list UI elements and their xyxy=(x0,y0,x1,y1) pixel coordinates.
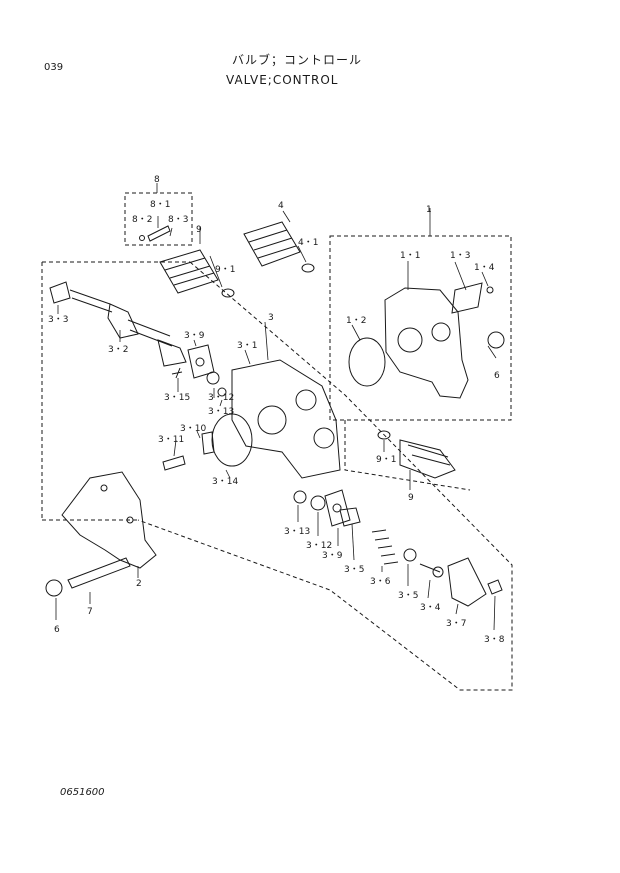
part-3-5-seat-lower xyxy=(403,548,417,562)
label-3-15: 3・15 xyxy=(164,393,190,403)
part-4-spool xyxy=(243,221,315,273)
part-3-4-screw xyxy=(419,563,444,578)
label-3-10: 3・10 xyxy=(180,424,206,434)
label-3-3: 3・3 xyxy=(48,315,68,325)
part-6-cap-bottom xyxy=(45,579,63,597)
label-3-14: 3・14 xyxy=(212,477,238,487)
label-3-13-bottom: 3・13 xyxy=(284,527,310,537)
label-6-top: 6 xyxy=(494,371,500,381)
label-3-2: 3・2 xyxy=(108,345,128,355)
label-9-1-top: 9・1 xyxy=(215,265,235,275)
part-3-3-shaft xyxy=(49,281,187,367)
part-3-5-seat xyxy=(339,507,361,527)
label-9-1-bottom: 9・1 xyxy=(376,455,396,465)
part-3-9-plate-lower xyxy=(324,489,351,527)
part-7-rod xyxy=(67,557,131,589)
label-4: 4 xyxy=(278,201,284,211)
document-code: 0651600 xyxy=(60,787,105,798)
label-1-4: 1・4 xyxy=(474,263,495,273)
label-3-9-bottom: 3・9 xyxy=(322,551,343,561)
part-3-8-bolt xyxy=(487,579,503,595)
title-japanese: バルブ；コントロール xyxy=(232,53,363,67)
part-3-6-spring xyxy=(371,529,399,565)
label-4-1: 4・1 xyxy=(298,238,318,248)
label-9-top: 9 xyxy=(196,225,202,235)
label-3-5-b: 3・5 xyxy=(398,591,418,601)
label-6-bottom: 6 xyxy=(54,625,60,635)
label-1-3: 1・3 xyxy=(450,251,470,261)
label-3-9-top: 3・9 xyxy=(184,331,205,341)
title-english: VALVE;CONTROL xyxy=(226,73,339,87)
label-8-1: 8・1 xyxy=(150,200,170,210)
label-8-2: 8・2 xyxy=(132,215,152,225)
label-3-11: 3・11 xyxy=(158,435,184,445)
part-9-spool-bottom xyxy=(377,430,456,479)
label-1: 1 xyxy=(426,205,432,215)
part-9-spool-top xyxy=(159,249,235,298)
group-box-9 xyxy=(344,420,471,491)
label-8-3: 8・3 xyxy=(168,215,188,225)
part-3-12-washer xyxy=(310,495,326,511)
label-1-1: 1・1 xyxy=(400,251,420,261)
part-3-housing xyxy=(162,359,341,479)
label-3-6: 3・6 xyxy=(370,577,391,587)
label-3-5-a: 3・5 xyxy=(344,565,364,575)
label-3-1: 3・1 xyxy=(237,341,257,351)
label-3-12-top: 3・12 xyxy=(208,393,234,403)
label-3-12-bottom: 3・12 xyxy=(306,541,332,551)
part-2-cover xyxy=(61,471,157,569)
label-2: 2 xyxy=(136,579,142,589)
label-3: 3 xyxy=(268,313,274,323)
part-8-pin xyxy=(139,225,171,242)
label-3-4: 3・4 xyxy=(420,603,441,613)
group-box-1 xyxy=(329,235,512,421)
part-1-body xyxy=(348,282,505,399)
label-8: 8 xyxy=(154,175,160,185)
label-7: 7 xyxy=(87,607,93,617)
label-3-8: 3・8 xyxy=(484,635,505,645)
leader-lines xyxy=(55,183,497,631)
label-3-7: 3・7 xyxy=(446,619,466,629)
group-box-8 xyxy=(124,192,193,246)
group-box-3 xyxy=(41,261,513,691)
part-label-group: 8 8・1 8・2 8・3 9 9・1 4 4・1 1 1・1 1・3 1・4 … xyxy=(48,175,505,645)
part-3-7-cap xyxy=(447,557,487,607)
page-number: 039 xyxy=(44,62,64,73)
label-1-2: 1・2 xyxy=(346,316,366,326)
label-3-13-top: 3・13 xyxy=(208,407,234,417)
label-9-bottom: 9 xyxy=(408,493,414,503)
part-3-13-ring xyxy=(293,490,307,504)
